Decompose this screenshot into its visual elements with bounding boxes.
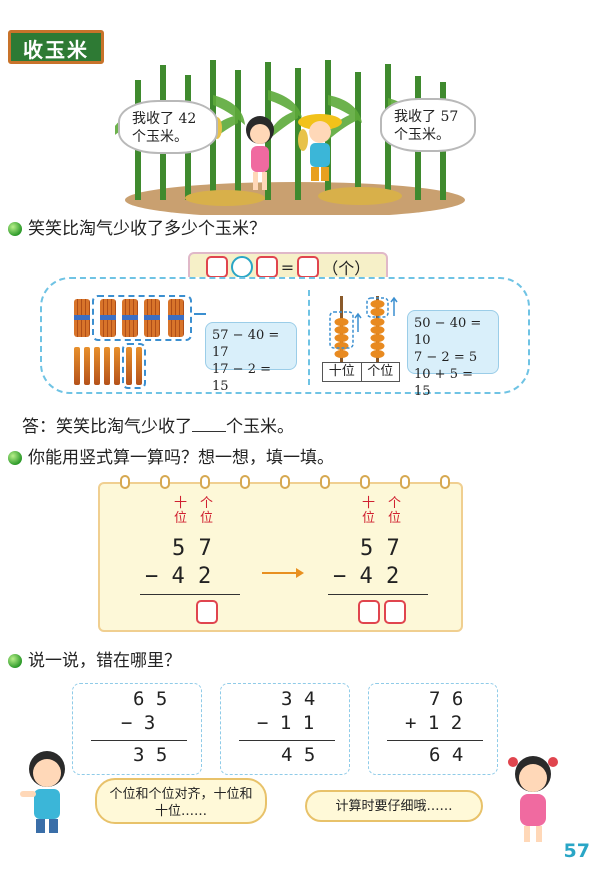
arrow-right-icon (194, 313, 206, 315)
question-3-text: 说一说，错在哪里？ (28, 651, 181, 671)
notebook-card: 十 位 个 位 5 7 − 4 2 十 位 个 位 5 7 − 4 2 (98, 475, 463, 632)
stick-bundle (168, 299, 184, 337)
bubble-text-boy: 我收了 57 个玉米。 (394, 109, 459, 143)
ring-icon (360, 475, 370, 489)
equals-sign: = (280, 257, 295, 277)
single-stick (74, 347, 80, 385)
card-result: 4 5 (281, 744, 316, 766)
tens-place-label: 十 位 (362, 496, 376, 526)
tens-place-label: 十 位 (174, 496, 188, 526)
error-card-1: 6 5 − 3 3 5 (72, 683, 202, 775)
arrow-right-icon (262, 572, 298, 574)
arrowhead-icon (296, 568, 304, 578)
stick-bundle (122, 299, 138, 337)
card-bottom-number: − 3 (121, 712, 156, 734)
bubble-text-girl: 我收了 42 个玉米。 (132, 111, 197, 145)
speech-bubble-girl: 我收了 42 个玉米。 (118, 100, 218, 154)
unit-label: （个） (322, 259, 371, 278)
subtrahend: − 4 2 (145, 564, 212, 589)
answer-box[interactable] (297, 256, 320, 278)
question-3: 说一说，错在哪里？ (8, 650, 181, 672)
question-2: 你能用竖式算一算吗？想一想，填一填。 (8, 447, 334, 469)
stick-bundle (144, 299, 160, 337)
single-stick (114, 347, 120, 385)
error-card-3: 7 6 + 1 2 6 4 (368, 683, 498, 775)
stick-bundle (100, 299, 116, 337)
subtrahend: − 4 2 (333, 564, 400, 589)
single-stick (94, 347, 100, 385)
abacus (329, 296, 398, 362)
card-bottom-number: − 1 1 (257, 712, 315, 734)
calc-line: 57 − 40 = 17 (212, 328, 280, 360)
calc-box-right: 50 − 40 = 10 7 − 2 = 5 10 + 5 = 15 (407, 310, 499, 399)
ones-place-label: 个 位 (200, 496, 214, 526)
card-bottom-number: + 1 2 (405, 712, 463, 734)
tip-bubble-right: 计算时要仔细哦…… (305, 790, 483, 822)
answer-box[interactable] (255, 256, 278, 278)
ring-icon (160, 475, 170, 489)
single-stick (136, 347, 142, 385)
answer-box[interactable] (196, 600, 218, 624)
panel-divider (308, 290, 310, 385)
calc-box-left: 57 − 40 = 17 17 − 2 = 15 (205, 322, 297, 394)
card-top-number: 3 4 (281, 688, 316, 710)
ring-icon (200, 475, 210, 489)
answer-blank[interactable] (192, 415, 226, 432)
card-result: 3 5 (133, 744, 168, 766)
stick-bundle (74, 299, 90, 337)
single-stick (84, 347, 90, 385)
single-stick (104, 347, 110, 385)
card-result: 6 4 (429, 744, 464, 766)
ring-icon (440, 475, 450, 489)
calc-line: 17 − 2 = 15 (212, 362, 271, 394)
ring-icon (280, 475, 290, 489)
ones-label: 个位 (367, 364, 394, 379)
sum-line (239, 740, 335, 741)
single-stick (126, 347, 132, 385)
card-top-number: 6 5 (133, 688, 168, 710)
abacus-labels: 十位 个位 (322, 362, 400, 382)
bullet-dot-icon (8, 451, 22, 465)
page-number: 57 (563, 840, 590, 862)
sum-line (140, 594, 240, 595)
answer-box[interactable] (384, 600, 406, 624)
answer-box[interactable] (205, 256, 228, 278)
ring-icon (120, 475, 130, 489)
ring-icon (400, 475, 410, 489)
question-2-text: 你能用竖式算一算吗？想一想，填一填。 (28, 448, 334, 468)
calc-line: 7 − 2 = 5 (414, 350, 478, 365)
error-card-2: 3 4 − 1 1 4 5 (220, 683, 350, 775)
tip-text-left: 个位和个位对齐，十位和十位…… (109, 787, 253, 819)
card-top-number: 7 6 (429, 688, 464, 710)
bullet-dot-icon (8, 222, 22, 236)
answer-prefix: 答：笑笑比淘气少收了 (22, 417, 192, 437)
tip-bubble-left: 个位和个位对齐，十位和十位…… (95, 778, 267, 824)
answer-line: 答：笑笑比淘气少收了 个玉米。 (22, 412, 294, 437)
minuend: 5 7 (172, 536, 212, 561)
bullet-dot-icon (8, 654, 22, 668)
girl-character (508, 756, 558, 842)
ones-place-label: 个 位 (388, 496, 402, 526)
minuend: 5 7 (360, 536, 400, 561)
tens-label: 十位 (323, 363, 362, 381)
speech-bubble-boy: 我收了 57 个玉米。 (380, 98, 476, 152)
boy-character (20, 751, 65, 833)
question-1-text: 笑笑比淘气少收了多少个玉米？ (28, 219, 266, 239)
calc-line: 10 + 5 = 15 (414, 367, 473, 399)
calc-line: 50 − 40 = 10 (414, 316, 482, 348)
sum-line (328, 594, 428, 595)
counting-sticks (70, 293, 220, 389)
removed-group-frame (122, 343, 146, 389)
answer-suffix: 个玉米。 (226, 417, 294, 437)
sum-line (91, 740, 187, 741)
ring-icon (320, 475, 330, 489)
tip-text-right: 计算时要仔细哦…… (335, 799, 453, 814)
question-1: 笑笑比淘气少收了多少个玉米？ (8, 218, 266, 240)
answer-box[interactable] (358, 600, 380, 624)
sum-line (387, 740, 483, 741)
removed-group-frame (92, 295, 192, 341)
operator-circle[interactable] (230, 256, 253, 278)
page-title: 收玉米 (8, 30, 104, 64)
ring-icon (240, 475, 250, 489)
